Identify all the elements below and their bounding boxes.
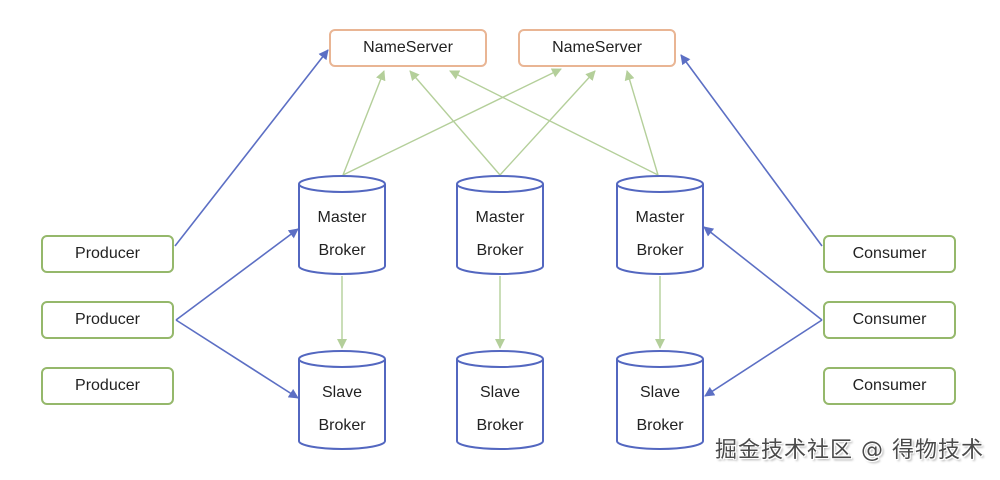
nameserver-1: NameServer <box>329 29 487 67</box>
producer-label: Producer <box>75 245 140 262</box>
slave-broker-2-label: Slave Broker <box>457 376 543 442</box>
edge-client-c2-to-m3 <box>703 226 823 321</box>
consumer-label: Consumer <box>852 245 927 262</box>
edge-client-c1-to-ns2 <box>680 54 823 247</box>
producer-label: Producer <box>75 377 140 394</box>
watermark: 掘金技术社区 @ 得物技术 <box>715 438 984 463</box>
edge-registration-m1-to-ns1 <box>342 70 386 176</box>
producer-1: Producer <box>41 235 174 273</box>
edge-client-p2-to-m1 <box>175 228 299 321</box>
broker-role: Slave <box>321 384 363 401</box>
edge-client-p1-to-ns1 <box>174 49 329 247</box>
broker-type: Broker <box>636 242 684 259</box>
edge-client-p2-to-s1 <box>175 319 299 399</box>
broker-type: Broker <box>476 417 524 434</box>
edge-client-c2-to-s3 <box>704 319 823 397</box>
consumer-label: Consumer <box>852 311 927 328</box>
nameserver-label: NameServer <box>552 39 642 56</box>
slave-broker-1-label: Slave Broker <box>299 376 385 442</box>
edge-registration-m3-to-ns1 <box>449 70 659 176</box>
edge-registration-m2-to-ns2 <box>499 70 596 176</box>
edge-registration-m1-to-ns2 <box>342 68 562 176</box>
broker-role: Master <box>635 209 685 226</box>
producer-label: Producer <box>75 311 140 328</box>
producer-2: Producer <box>41 301 174 339</box>
broker-type: Broker <box>636 417 684 434</box>
broker-role: Master <box>317 209 367 226</box>
consumer-3: Consumer <box>823 367 956 405</box>
consumer-label: Consumer <box>852 377 927 394</box>
broker-type: Broker <box>318 242 366 259</box>
edge-registration-m2-to-ns1 <box>409 70 501 176</box>
consumer-2: Consumer <box>823 301 956 339</box>
broker-type: Broker <box>476 242 524 259</box>
consumer-1: Consumer <box>823 235 956 273</box>
nameserver-label: NameServer <box>363 39 453 56</box>
broker-role: Slave <box>479 384 521 401</box>
producer-3: Producer <box>41 367 174 405</box>
edge-registration-m3-to-ns2 <box>624 70 659 176</box>
master-broker-3-label: Master Broker <box>617 201 703 267</box>
slave-broker-3-label: Slave Broker <box>617 376 703 442</box>
broker-role: Slave <box>639 384 681 401</box>
broker-role: Master <box>475 209 525 226</box>
master-broker-2-label: Master Broker <box>457 201 543 267</box>
nameserver-2: NameServer <box>518 29 676 67</box>
master-broker-1-label: Master Broker <box>299 201 385 267</box>
broker-type: Broker <box>318 417 366 434</box>
